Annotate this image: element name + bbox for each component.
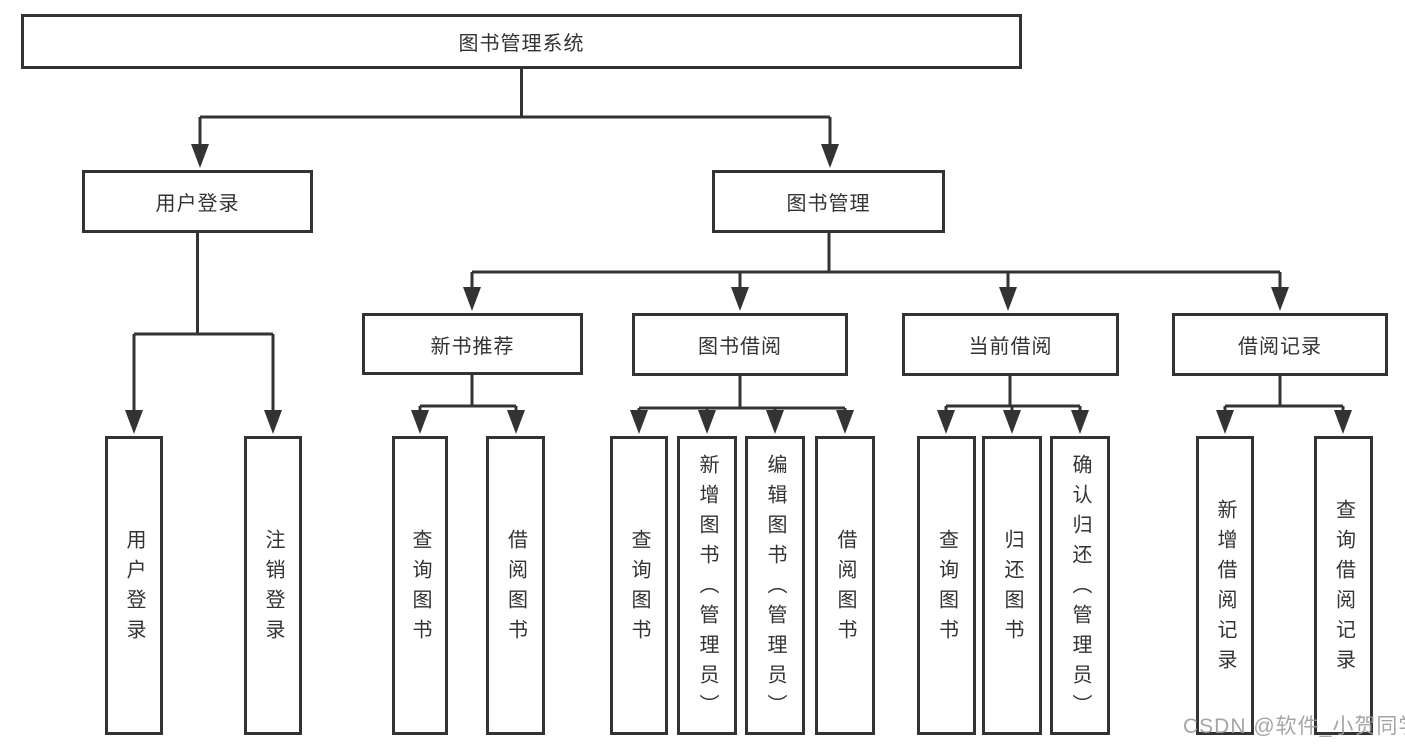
leaf-user-login: 用户登录 [105, 436, 163, 735]
leaf-query-books-recommend: 查询图书 [392, 436, 448, 735]
leaf-query-books-current: 查询图书 [917, 436, 976, 735]
csdn-watermark: CSDN @软件_小贺同学 [1183, 715, 1405, 738]
arrowheads [125, 144, 1352, 434]
node-book-management-branch: 图书管理 [712, 170, 945, 233]
node-current-borrowing: 当前借阅 [902, 313, 1119, 376]
leaf-query-books-borrowing: 查询图书 [610, 436, 668, 735]
node-new-book-recommendation: 新书推荐 [362, 313, 583, 375]
node-user-login-branch: 用户登录 [82, 170, 313, 233]
node-root-library-system: 图书管理系统 [21, 14, 1022, 69]
leaf-add-books-admin: 新增图书（管理员） [677, 436, 737, 735]
leaf-borrow-books: 借阅图书 [815, 436, 875, 735]
leaf-query-borrow-record: 查询借阅记录 [1314, 436, 1373, 735]
leaf-return-books: 归还图书 [982, 436, 1042, 735]
node-borrowing-records: 借阅记录 [1172, 313, 1388, 376]
node-book-borrowing: 图书借阅 [632, 313, 848, 376]
leaf-logout: 注销登录 [244, 436, 302, 735]
leaf-borrow-books-recommend: 借阅图书 [486, 436, 545, 735]
leaf-add-borrow-record: 新增借阅记录 [1196, 436, 1254, 735]
leaf-confirm-return-admin: 确认归还（管理员） [1050, 436, 1110, 735]
leaf-edit-books-admin: 编辑图书（管理员） [745, 436, 805, 735]
